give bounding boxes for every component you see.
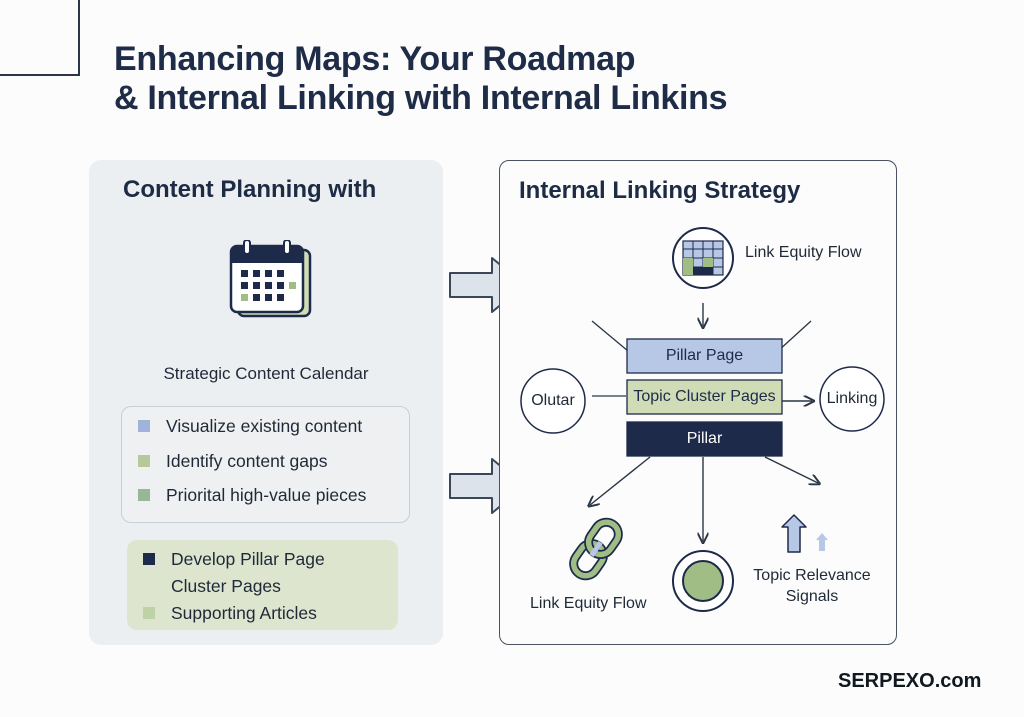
checklist-item-label: Visualize existing content (166, 415, 363, 436)
checklist-item: Identify content gaps (138, 450, 328, 472)
topic-cluster-box (626, 379, 783, 415)
up-arrow-icon (781, 514, 828, 553)
pillar-page-label: Pillar Page (665, 347, 744, 364)
flow-arrow (764, 456, 818, 483)
right-panel-title: Internal Linking Strategy (519, 177, 801, 204)
checklist-item: Visualize existing content (138, 415, 362, 437)
blue-square-icon (138, 420, 150, 432)
flow-arrow (590, 456, 651, 505)
pillar-box (626, 421, 783, 457)
linking-diagram (520, 227, 885, 612)
left-panel-title: Content Planning with (123, 176, 377, 203)
brand-logo-text: SERPEXO.com (838, 670, 982, 692)
pillar-plan-item: Cluster Pages (143, 575, 281, 597)
navy-square-icon (143, 553, 155, 565)
pillar-page-box (626, 338, 783, 374)
corner-frame (0, 0, 80, 76)
connector-line (591, 320, 629, 352)
calendar-graphic (229, 239, 312, 318)
pillar-plan-item-label: Develop Pillar Page (171, 548, 325, 569)
green-square-icon (138, 455, 150, 467)
right-circle-label: Linking (826, 390, 878, 407)
relevance-label-line-1: Topic Relevance (753, 567, 871, 584)
pillar-plan-item-label: Cluster Pages (171, 575, 281, 596)
left-circle-label: Olutar (531, 392, 575, 409)
sage-square-icon (138, 489, 150, 501)
checklist-item-label: Identify content gaps (166, 450, 328, 471)
pillar-plan-box: Develop Pillar Page Cluster Pages Suppor… (127, 540, 398, 630)
content-planning-panel: Content Planning with S (89, 160, 443, 645)
pillar-plan-item: Develop Pillar Page (143, 548, 325, 570)
chain-label: Link Equity Flow (530, 595, 647, 612)
topic-cluster-label: Topic Cluster Pages (633, 388, 776, 405)
right-circle (819, 366, 885, 432)
calendar-caption: Strategic Content Calendar (163, 364, 369, 383)
calendar-icon (229, 239, 315, 320)
relevance-label-line-2: Signals (785, 588, 839, 605)
page-title: Enhancing Maps: Your Roadmap & Internal … (114, 40, 934, 118)
internal-linking-panel: Internal Linking Strategy (499, 160, 897, 645)
left-circle (520, 368, 586, 434)
relevance-label: Topic Relevance Signals (742, 565, 882, 607)
chain-link-icon (569, 517, 623, 581)
target-circle-icon (672, 550, 734, 612)
title-line-1: Enhancing Maps: Your Roadmap (114, 40, 636, 78)
checklist-item-label: Priorital high-value pieces (166, 484, 367, 505)
light-green-square-icon (143, 607, 155, 619)
top-label: Link Equity Flow (745, 244, 862, 261)
title-line-2: & Internal Linking with Internal Linkins (114, 79, 728, 117)
checklist-item: Priorital high-value pieces (138, 484, 366, 506)
grid-icon (672, 227, 734, 289)
pillar-label: Pillar (686, 430, 723, 447)
pillar-plan-item-label: Supporting Articles (171, 602, 317, 623)
pillar-plan-item: Supporting Articles (143, 602, 317, 624)
connector-line (777, 320, 812, 352)
empty-marker (143, 580, 155, 592)
content-checklist: Visualize existing content Identify cont… (121, 406, 410, 523)
